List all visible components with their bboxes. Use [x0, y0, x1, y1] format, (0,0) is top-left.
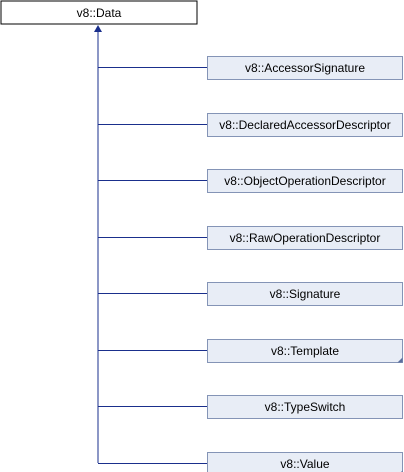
derived-class-label: v8::Value	[280, 457, 329, 471]
derived-class-box	[207, 169, 403, 193]
derived-class-box	[207, 395, 403, 419]
derived-class-label: v8::DeclaredAccessorDescriptor	[219, 118, 390, 132]
derived-class-label: v8::Template	[271, 344, 339, 358]
derived-class-box	[207, 452, 403, 472]
derived-class-node[interactable]: v8::DeclaredAccessorDescriptor	[207, 113, 403, 137]
derived-class-box	[207, 113, 403, 137]
derived-class-node[interactable]: v8::ObjectOperationDescriptor	[207, 169, 403, 193]
inheritance-arrowhead	[94, 25, 102, 32]
derived-class-box	[207, 56, 403, 80]
derived-class-node[interactable]: v8::Signature	[207, 282, 403, 306]
derived-class-label: v8::AccessorSignature	[245, 61, 365, 75]
derived-class-box	[207, 226, 403, 250]
base-class-label: v8::Data	[77, 6, 122, 20]
inheritance-edges	[94, 25, 207, 464]
derived-class-node[interactable]: v8::Value	[207, 452, 403, 472]
derived-class-node[interactable]: v8::TypeSwitch	[207, 395, 403, 419]
derived-class-label: v8::ObjectOperationDescriptor	[224, 174, 385, 188]
base-class-node[interactable]: v8::Data	[0, 0, 198, 25]
derived-class-node[interactable]: v8::Template	[207, 339, 403, 363]
more-subclasses-marker	[397, 357, 403, 363]
derived-class-label: v8::TypeSwitch	[265, 400, 346, 414]
derived-class-nodes: v8::AccessorSignaturev8::DeclaredAccesso…	[207, 56, 403, 472]
derived-class-label: v8::Signature	[270, 287, 341, 301]
derived-class-label: v8::RawOperationDescriptor	[230, 231, 381, 245]
derived-class-node[interactable]: v8::AccessorSignature	[207, 56, 403, 80]
derived-class-box	[207, 282, 403, 306]
derived-class-box	[207, 339, 403, 363]
derived-class-node[interactable]: v8::RawOperationDescriptor	[207, 226, 403, 250]
